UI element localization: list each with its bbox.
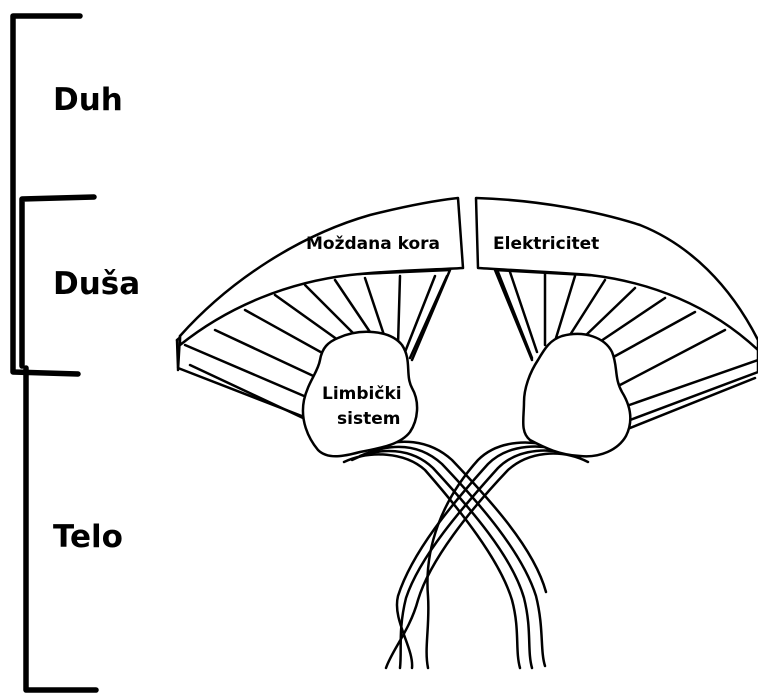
nerve-fibers	[344, 442, 588, 668]
spirit-label: Duh	[53, 82, 123, 118]
body-label: Telo	[53, 519, 123, 555]
electricity-label: Elektricitet	[493, 234, 599, 254]
right-limbic-system	[523, 334, 630, 456]
limbic-label-line1: Limbički	[322, 384, 402, 404]
limbic-label-line2: sistem	[337, 409, 400, 429]
cortex-label: Moždana kora	[306, 234, 440, 254]
soul-label: Duša	[53, 266, 140, 302]
